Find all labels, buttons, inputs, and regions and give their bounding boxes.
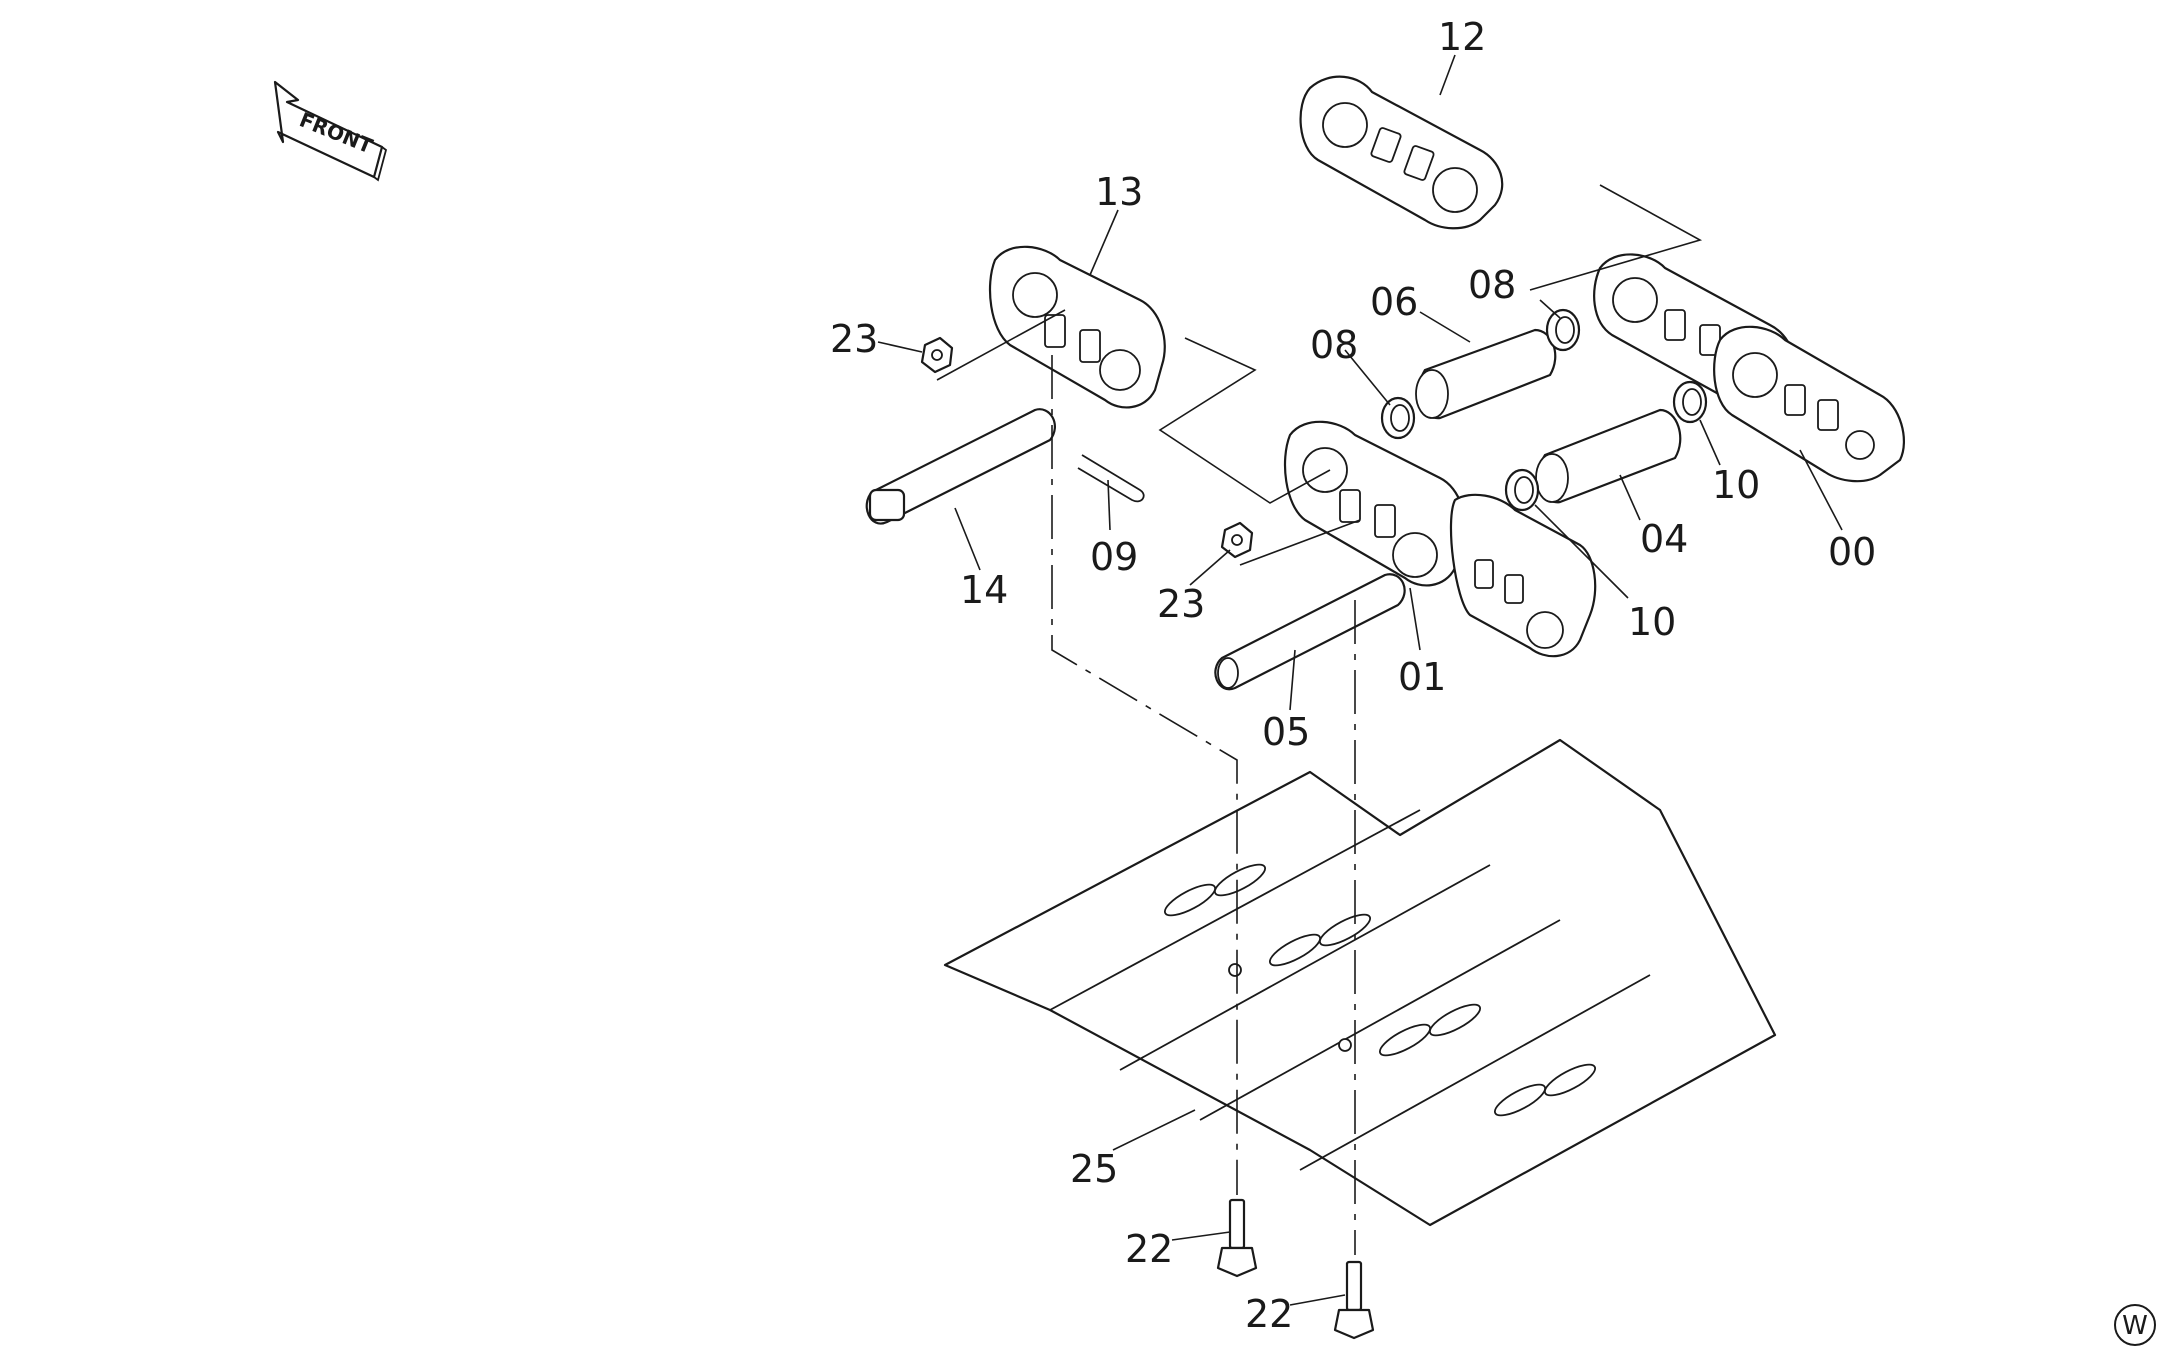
link-part-00: [1593, 253, 1905, 483]
callout-09: 09: [1090, 535, 1138, 579]
pin-part-05: [1214, 573, 1406, 691]
seal-ring-part-08b: [1545, 308, 1581, 352]
callout-08b: 08: [1468, 263, 1516, 307]
callout-00: 00: [1828, 530, 1876, 574]
track-shoe-part-25: [943, 738, 1777, 1227]
callout-13: 13: [1095, 170, 1143, 214]
callout-23b: 23: [1157, 582, 1205, 626]
seal-ring-part-10b: [1504, 468, 1540, 512]
callout-05: 05: [1262, 710, 1310, 754]
bolt-part-22a: [1216, 1198, 1258, 1278]
seal-ring-part-08a: [1380, 396, 1416, 440]
corner-mark: W: [2114, 1304, 2156, 1346]
cotter-pin-part-09: [1077, 454, 1145, 503]
callout-14: 14: [960, 568, 1008, 612]
assembly-guide-lines: [936, 184, 1703, 1255]
master-pin-part-14: [865, 408, 1056, 525]
callout-22b: 22: [1245, 1292, 1293, 1336]
link-part-12: [1299, 75, 1504, 230]
callout-04: 04: [1640, 517, 1688, 561]
corner-mark-letter: W: [2122, 1311, 2148, 1341]
callout-06: 06: [1370, 280, 1418, 324]
link-part-01: [1283, 420, 1466, 587]
bolt-part-22b: [1333, 1260, 1375, 1340]
callout-leaders: [877, 54, 1843, 1306]
callout-labels: 12 13 23 06 08 08 10 00 04 10 14 09 23 0…: [830, 15, 1876, 1336]
callout-25: 25: [1070, 1147, 1118, 1191]
link-part-01-pair: [1449, 493, 1597, 658]
callout-12: 12: [1438, 15, 1486, 59]
callout-22a: 22: [1125, 1227, 1173, 1271]
bushing-part-04: [1535, 408, 1682, 504]
nut-part-23b: [1220, 521, 1254, 559]
seal-ring-part-10a: [1672, 380, 1708, 424]
nut-part-23a: [920, 336, 954, 374]
link-part-13: [988, 245, 1166, 409]
front-direction-arrow-icon: FRONT: [273, 80, 388, 182]
callout-23a: 23: [830, 317, 878, 361]
callout-10a: 10: [1712, 463, 1760, 507]
bushing-part-06: [1415, 328, 1557, 420]
callout-08a: 08: [1310, 323, 1358, 367]
callout-01: 01: [1398, 655, 1446, 699]
callout-10b: 10: [1628, 600, 1676, 644]
